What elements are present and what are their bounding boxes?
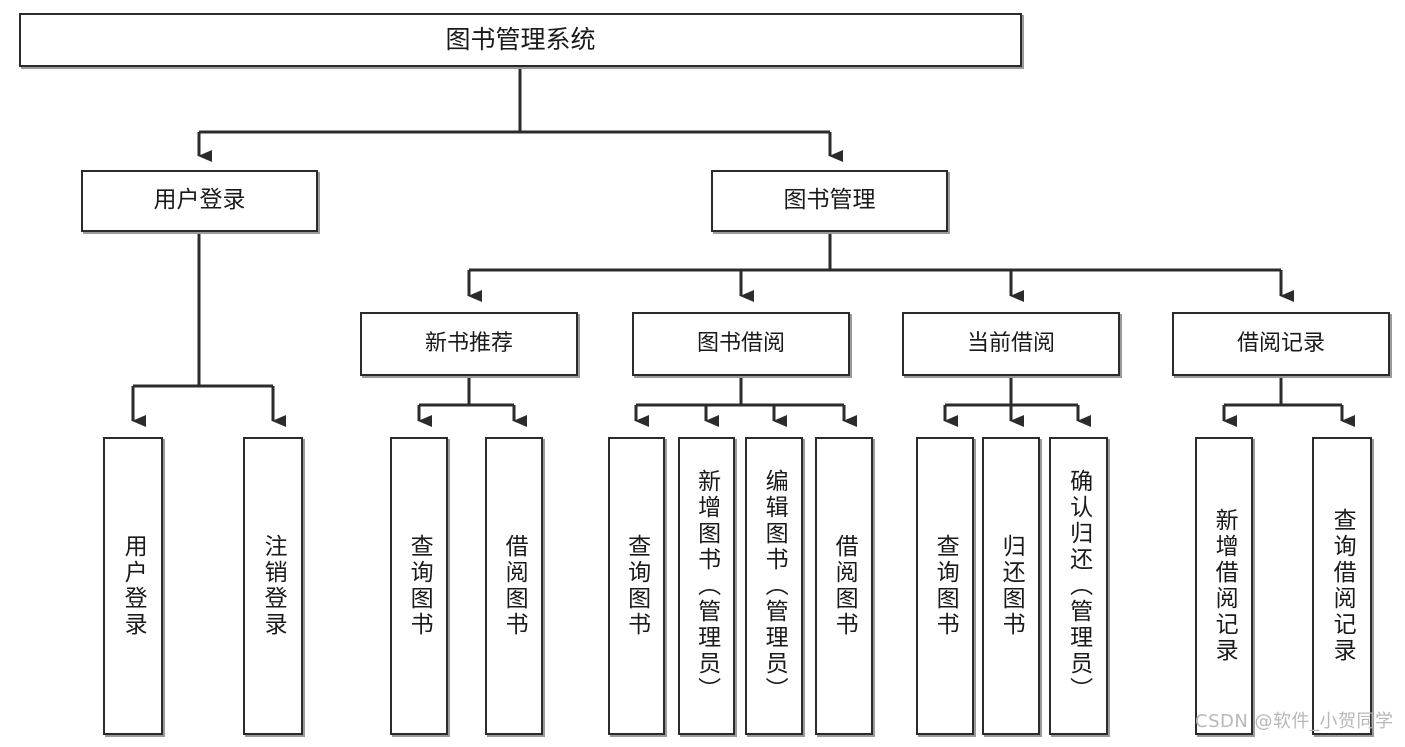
node-user-login-label: 用户登录 <box>153 187 246 214</box>
node-leaf-borrow-book-rec-label: 借阅图书 <box>501 534 528 638</box>
node-leaf-edit-book-label: 编辑图书（管理员） <box>761 469 788 703</box>
node-leaf-query-book-borrow-label: 查询图书 <box>623 534 650 638</box>
node-leaf-user-logout-label: 注销登录 <box>260 534 287 638</box>
node-root-label: 图书管理系统 <box>445 25 596 55</box>
node-root[interactable]: 图书管理系统 <box>19 13 1022 67</box>
node-leaf-query-record[interactable]: 查询借阅记录 <box>1312 437 1372 735</box>
node-user-login[interactable]: 用户登录 <box>81 170 318 232</box>
node-leaf-query-book-rec[interactable]: 查询图书 <box>390 437 448 735</box>
node-current-borrow-label: 当前借阅 <box>966 331 1055 357</box>
node-new-book-rec-label: 新书推荐 <box>424 331 513 357</box>
node-new-book-rec[interactable]: 新书推荐 <box>360 312 578 376</box>
node-leaf-edit-book[interactable]: 编辑图书（管理员） <box>745 437 803 735</box>
node-leaf-query-book-rec-label: 查询图书 <box>406 534 433 638</box>
node-leaf-return-book[interactable]: 归还图书 <box>982 437 1040 735</box>
node-leaf-add-record-label: 新增借阅记录 <box>1211 508 1238 664</box>
node-leaf-borrow-book-rec[interactable]: 借阅图书 <box>485 437 543 735</box>
node-leaf-add-record[interactable]: 新增借阅记录 <box>1195 437 1253 735</box>
node-leaf-user-login-label: 用户登录 <box>120 534 147 638</box>
node-leaf-add-book-label: 新增图书（管理员） <box>693 469 720 703</box>
node-leaf-user-logout[interactable]: 注销登录 <box>243 437 303 735</box>
node-book-manage[interactable]: 图书管理 <box>711 170 948 232</box>
node-leaf-confirm-return-label: 确认归还（管理员） <box>1065 469 1092 703</box>
node-leaf-borrow-book-label: 借阅图书 <box>831 534 858 638</box>
node-leaf-add-book[interactable]: 新增图书（管理员） <box>678 437 735 735</box>
node-borrow-record-label: 借阅记录 <box>1236 331 1325 357</box>
node-leaf-query-record-label: 查询借阅记录 <box>1329 508 1356 664</box>
node-current-borrow[interactable]: 当前借阅 <box>902 312 1120 376</box>
node-book-borrow-label: 图书借阅 <box>696 331 785 357</box>
node-leaf-query-book-borrow[interactable]: 查询图书 <box>608 437 665 735</box>
node-leaf-user-login[interactable]: 用户登录 <box>103 437 163 735</box>
node-leaf-borrow-book[interactable]: 借阅图书 <box>815 437 873 735</box>
node-borrow-record[interactable]: 借阅记录 <box>1172 312 1390 376</box>
node-leaf-confirm-return[interactable]: 确认归还（管理员） <box>1049 437 1108 735</box>
node-leaf-query-book-cur[interactable]: 查询图书 <box>916 437 974 735</box>
node-book-manage-label: 图书管理 <box>783 187 876 214</box>
node-leaf-query-book-cur-label: 查询图书 <box>932 534 959 638</box>
node-leaf-return-book-label: 归还图书 <box>998 534 1025 638</box>
csdn-watermark: CSDN @软件_小贺同学 <box>1195 711 1394 732</box>
node-book-borrow[interactable]: 图书借阅 <box>632 312 850 376</box>
